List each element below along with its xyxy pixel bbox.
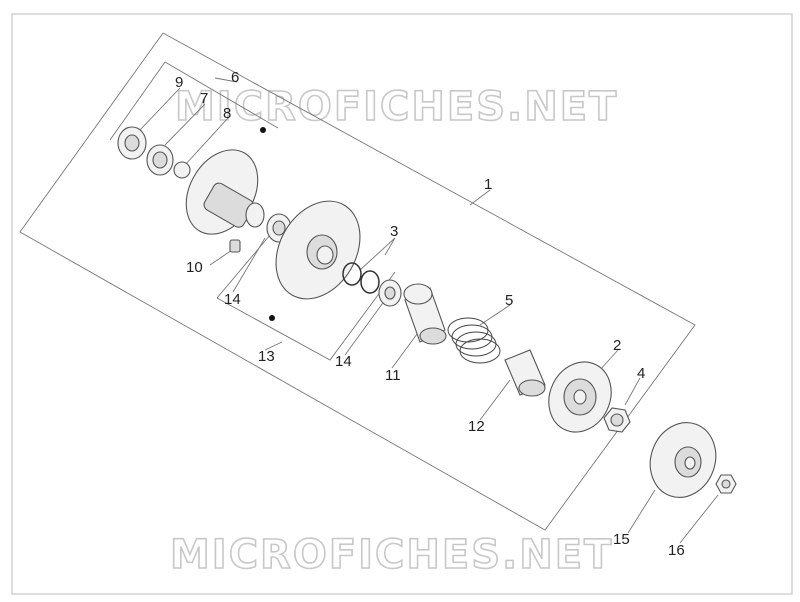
clutch-part-2: [548, 361, 612, 433]
callout-2: 2: [613, 337, 621, 354]
callout-9: 9: [175, 74, 183, 91]
diagram-frame: [11, 13, 793, 595]
bearing-part-14-b: [378, 279, 402, 307]
callout-5: 5: [505, 292, 513, 309]
callout-15: 15: [613, 531, 630, 548]
clutch-bell-part-15: [649, 422, 717, 498]
callout-4: 4: [637, 365, 645, 382]
assembly-outline-6-left: [109, 61, 166, 141]
callout-6: 6: [231, 69, 239, 86]
callout-13: 13: [258, 348, 275, 365]
callout-11: 11: [385, 367, 401, 384]
reference-dot-bottom: [269, 315, 275, 321]
screw-part-10: [229, 239, 241, 253]
assembly-outline-13-bottom: [216, 271, 396, 361]
spring-part-5: [447, 317, 501, 364]
callout-7: 7: [200, 90, 208, 107]
callout-14-bottom: 14: [335, 353, 352, 370]
callout-14-top: 14: [224, 291, 241, 308]
sleeve-part-11: [403, 283, 447, 345]
callout-8: 8: [223, 105, 231, 122]
assembly-outline-6-top: [164, 61, 279, 129]
movable-pulley-half: [275, 200, 361, 300]
nut-part-4: [603, 407, 631, 433]
seal-part-7: [146, 144, 174, 176]
watermark-bottom: MICROFICHES.NET: [170, 532, 613, 578]
leader-lines: [139, 77, 719, 544]
fixed-pulley-half: [185, 149, 265, 235]
bushing-part-8: [173, 161, 191, 179]
watermark-top: MICROFICHES.NET: [175, 84, 618, 130]
assembly-outline-13-left: [216, 234, 271, 299]
assembly-outline-1: [19, 32, 696, 531]
sleeve-part-12: [504, 349, 546, 397]
o-rings-part-3: [342, 262, 380, 294]
reference-dot-top: [260, 127, 266, 133]
callout-1: 1: [484, 176, 492, 193]
callout-12: 12: [468, 418, 485, 435]
nut-part-16: [715, 474, 737, 494]
callout-16: 16: [668, 542, 685, 559]
callout-10: 10: [186, 259, 203, 276]
bearing-part-9: [117, 126, 147, 160]
callout-3: 3: [390, 223, 398, 240]
